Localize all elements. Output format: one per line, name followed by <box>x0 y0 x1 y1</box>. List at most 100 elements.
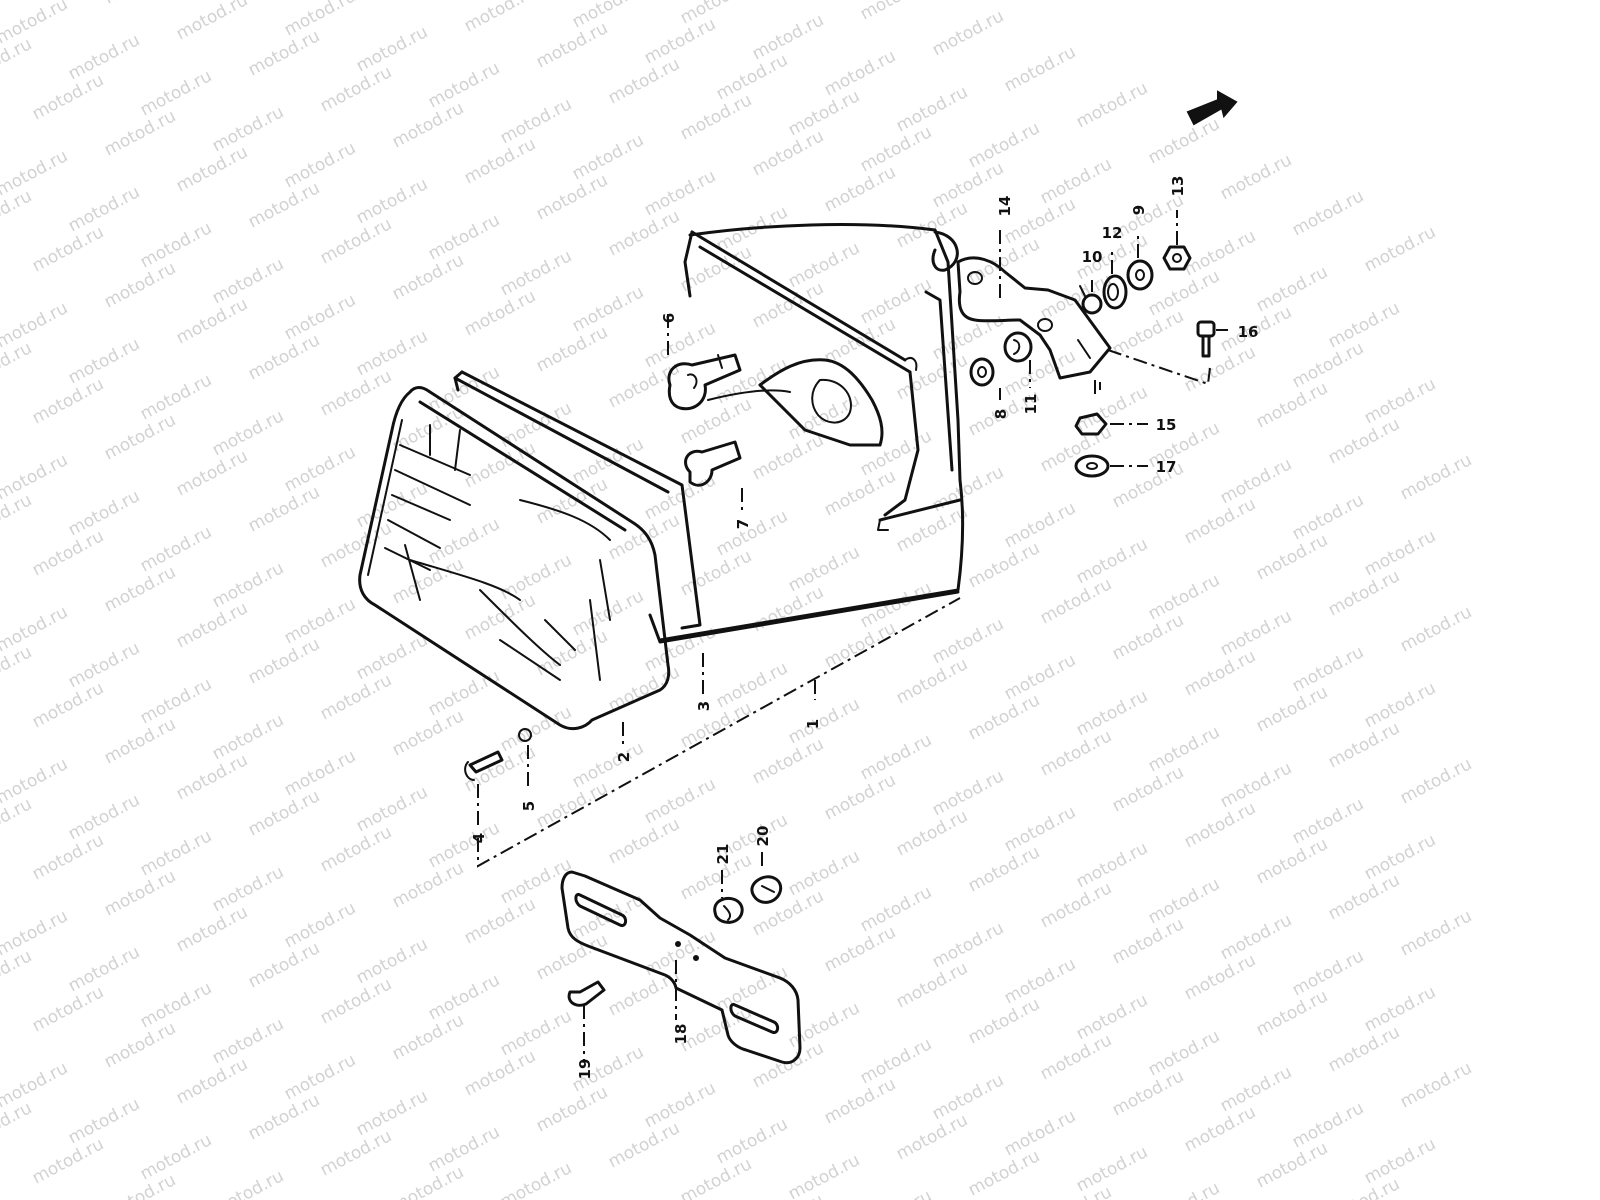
watermark-text: motod.ru <box>1325 414 1403 468</box>
watermark-text: motod.ru <box>0 754 71 808</box>
watermark-text: motod.ru <box>389 250 467 304</box>
watermark-text: motod.ru <box>857 274 935 328</box>
bulb-upper <box>667 353 742 411</box>
label-19: 19 <box>576 1059 594 1080</box>
watermark-text: motod.ru <box>461 1046 539 1100</box>
watermark-text: motod.ru <box>749 10 827 64</box>
watermark-text: motod.ru <box>893 82 971 136</box>
watermark-text: motod.ru <box>1289 338 1367 392</box>
watermark-text: motod.ru <box>893 198 971 252</box>
bolt-10 <box>1079 285 1103 315</box>
watermark-text: motod.ru <box>749 734 827 788</box>
watermark-text: motod.ru <box>893 958 971 1012</box>
watermark-text: motod.ru <box>1217 910 1295 964</box>
watermark-text: motod.ru <box>137 1130 215 1184</box>
watermark-text: motod.ru <box>857 122 935 176</box>
housing <box>648 223 965 644</box>
watermark-text: motod.ru <box>569 738 647 792</box>
watermark-text: motod.ru <box>353 22 431 76</box>
watermark-text: motod.ru <box>1145 722 1223 776</box>
watermark-text: motod.ru <box>533 18 611 72</box>
watermark-text: motod.ru <box>1037 1030 1115 1084</box>
watermark-text: motod.ru <box>1073 382 1151 436</box>
watermark-text: motod.ru <box>713 506 791 560</box>
watermark-text: motod.ru <box>1001 42 1079 96</box>
watermark-text: motod.ru <box>1181 226 1259 280</box>
watermark-text: motod.ru <box>605 814 683 868</box>
watermark-text: motod.ru <box>821 162 899 216</box>
watermark-text: motod.ru <box>1109 1066 1187 1120</box>
watermark-text: motod.ru <box>1145 874 1223 928</box>
watermark-text: motod.ru <box>425 818 503 872</box>
watermark-text: motod.ru <box>65 30 143 84</box>
watermark-text: motod.ru <box>605 54 683 108</box>
watermark-text: motod.ru <box>713 50 791 104</box>
watermark-text: motod.ru <box>1253 530 1331 584</box>
watermark-text: motod.ru <box>641 774 719 828</box>
watermark-text: motod.ru <box>245 634 323 688</box>
watermark-text: motod.ru <box>1217 454 1295 508</box>
label-7: 7 <box>734 519 752 529</box>
watermark-text: motod.ru <box>425 58 503 112</box>
watermark-text: motod.ru <box>173 902 251 956</box>
watermark-text: motod.ru <box>1253 834 1331 888</box>
watermark-text: motod.ru <box>1289 642 1367 696</box>
watermark-text: motod.ru <box>677 698 755 752</box>
watermark-text: motod.ru <box>785 1150 863 1200</box>
label-17: 17 <box>1156 458 1177 476</box>
watermark-text: motod.ru <box>749 1038 827 1092</box>
watermark-text: motod.ru <box>1253 378 1331 432</box>
watermark-text: motod.ru <box>245 330 323 384</box>
watermark-text: motod.ru <box>677 90 755 144</box>
washer-21 <box>713 896 744 924</box>
watermark-text: motod.ru <box>1001 954 1079 1008</box>
washer-8 <box>969 357 995 387</box>
watermark-layer: motod.rumotod.rumotod.rumotod.rumotod.ru… <box>0 0 1475 1200</box>
watermark-text: motod.ru <box>137 826 215 880</box>
watermark-text: motod.ru <box>749 126 827 180</box>
screw-4 <box>464 750 504 781</box>
watermark-text: motod.ru <box>1361 982 1439 1036</box>
watermark-text: motod.ru <box>929 766 1007 820</box>
watermark-text: motod.ru <box>1181 494 1259 548</box>
grommet-11 <box>1003 331 1033 363</box>
watermark-text: motod.ru <box>281 746 359 800</box>
watermark-text: motod.ru <box>1289 946 1367 1000</box>
watermark-text: motod.ru <box>65 1094 143 1148</box>
watermark-text: motod.ru <box>281 898 359 952</box>
watermark-text: motod.ru <box>1217 758 1295 812</box>
watermark-text: motod.ru <box>929 6 1007 60</box>
watermark-text: motod.ru <box>1001 498 1079 552</box>
watermark-text: motod.ru <box>1361 830 1439 884</box>
watermark-text: motod.ru <box>713 1114 791 1168</box>
watermark-text: motod.ru <box>1325 870 1403 924</box>
watermark-text: motod.ru <box>281 442 359 496</box>
watermark-text: motod.ru <box>0 1058 71 1112</box>
watermark-text: motod.ru <box>353 174 431 228</box>
watermark-text: motod.ru <box>173 0 251 44</box>
watermark-text: motod.ru <box>749 582 827 636</box>
watermark-text: motod.ru <box>209 1166 287 1200</box>
watermark-text: motod.ru <box>1325 566 1403 620</box>
watermark-text: motod.ru <box>101 1018 179 1072</box>
watermark-text: motod.ru <box>1181 798 1259 852</box>
watermark-text: motod.ru <box>353 630 431 684</box>
nut-13 <box>1162 245 1192 271</box>
watermark-text: motod.ru <box>317 822 395 876</box>
watermark-text: motod.ru <box>65 486 143 540</box>
watermark-text: motod.ru <box>0 906 71 960</box>
plate-bracket-18 <box>560 870 802 1065</box>
watermark-text: motod.ru <box>785 542 863 596</box>
watermark-text: motod.ru <box>245 26 323 80</box>
label-18: 18 <box>672 1024 690 1045</box>
nut-15 <box>1074 412 1108 436</box>
watermark-text: motod.ru <box>1217 150 1295 204</box>
watermark-text: motod.ru <box>1037 574 1115 628</box>
watermark-text: motod.ru <box>1109 610 1187 664</box>
watermark-text: motod.ru <box>1253 262 1331 316</box>
watermark-text: motod.ru <box>1289 186 1367 240</box>
watermark-text: motod.ru <box>65 334 143 388</box>
label-21: 21 <box>714 844 732 865</box>
